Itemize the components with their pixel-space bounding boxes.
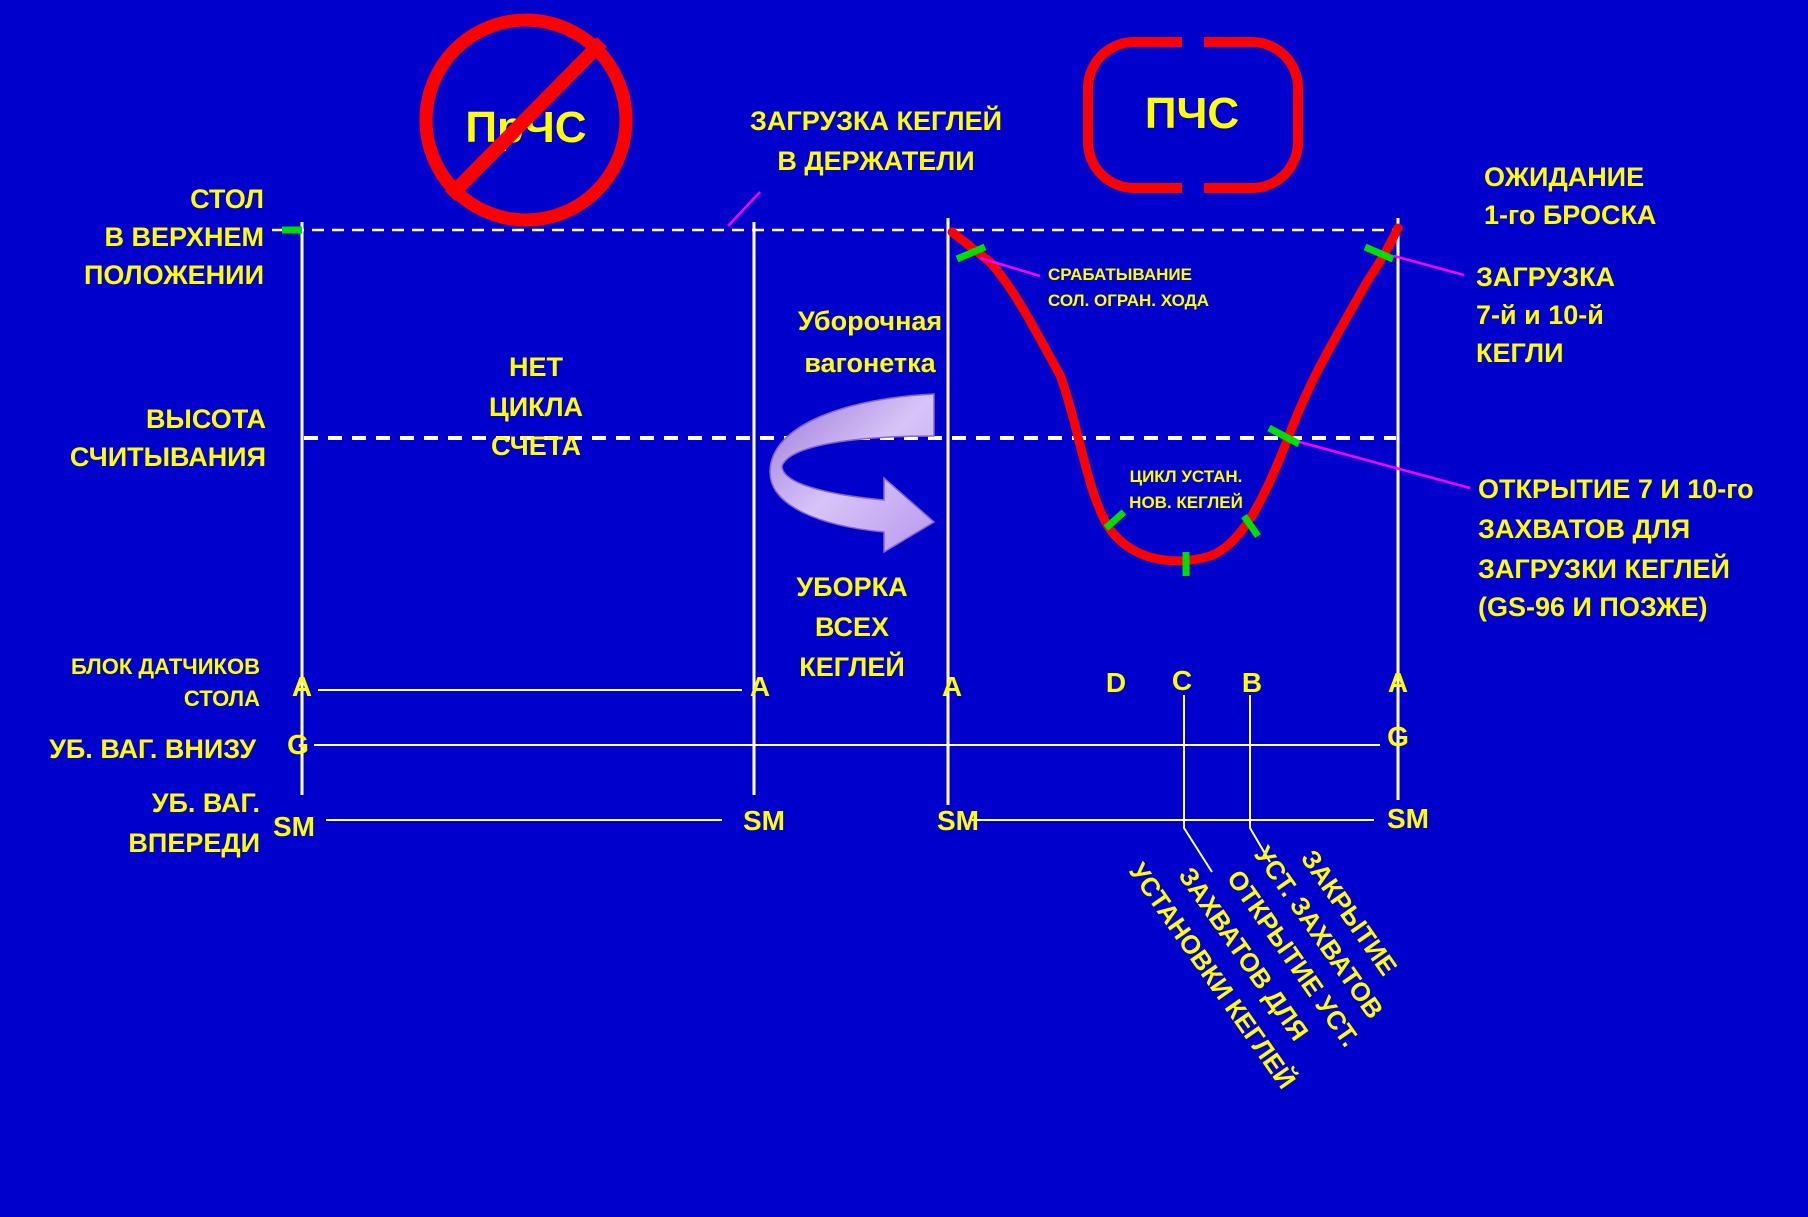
marker-d — [1103, 509, 1127, 531]
letter-d: D — [1106, 667, 1126, 698]
read-height-line-2: СЧИТЫВАНИЯ — [70, 442, 266, 472]
setting-cycle-curve — [947, 223, 1403, 566]
sweep-forward-line-1-label: УБ. ВАГ. — [152, 788, 260, 818]
table-up-line-2: В ВЕРХНЕМ — [105, 222, 265, 252]
load-pins-annotation: ЗАГРУЗКА КЕГЛЕЙ В ДЕРЖАТЕЛИ — [750, 105, 1002, 176]
sweep-forward-line-2-label: ВПЕРЕДИ — [128, 828, 260, 858]
wait-first-ball-line-1: ОЖИДАНИЕ — [1484, 162, 1644, 192]
letter-a-4: A — [1388, 667, 1408, 698]
solenoid-line-2: СОЛ. ОГРАН. ХОДА — [1048, 291, 1209, 310]
no-count-cycle-annotation: НЕТ ЦИКЛА СЧЕТА — [489, 352, 583, 461]
sweep-arrow — [769, 393, 936, 554]
marker-load-7-10 — [1363, 243, 1395, 263]
table-up-line-3: ПОЛОЖЕНИИ — [84, 260, 264, 290]
letter-sm-3: SM — [937, 805, 979, 836]
load-7-10-line-3: КЕГЛИ — [1476, 338, 1563, 368]
pointer-solenoid — [979, 256, 1041, 278]
pointer-open-7-10 — [1291, 438, 1471, 490]
setting-cycle-line-2: НОВ. КЕГЛЕЙ — [1129, 493, 1243, 512]
open-7-10-line-2: ЗАХВАТОВ ДЛЯ — [1478, 514, 1690, 544]
table-up-label: СТОЛ В ВЕРХНЕМ ПОЛОЖЕНИИ — [84, 184, 264, 290]
load-7-10-line-2: 7-й и 10-й — [1476, 300, 1604, 330]
sweep-cart-line-2: вагонетка — [804, 348, 936, 378]
sweep-cart-line-1: Уборочная — [798, 306, 942, 336]
sweep-forward-label: УБ. ВАГ. ВПЕРЕДИ — [128, 788, 260, 858]
open-7-10-line-1: ОТКРЫТИЕ 7 И 10-го — [1478, 474, 1754, 504]
load-7-10-annotation: ЗАГРУЗКА 7-й и 10-й КЕГЛИ — [1476, 262, 1615, 368]
table-up-line-1: СТОЛ — [190, 184, 264, 214]
letter-a-1: A — [292, 671, 312, 702]
load-pins-line-2: В ДЕРЖАТЕЛИ — [777, 146, 974, 176]
letter-c: C — [1172, 665, 1192, 696]
sweep-all-line-3: КЕГЛЕЙ — [799, 651, 904, 682]
table-sensor-line-2: СТОЛА — [184, 686, 260, 711]
solenoid-annotation: СРАБАТЫВАНИЕ СОЛ. ОГРАН. ХОДА — [1048, 265, 1209, 310]
prohibition-slash-icon — [445, 37, 607, 201]
sweep-all-annotation: УБОРКА ВСЕХ КЕГЛЕЙ — [796, 572, 907, 682]
pchs-badge: ПЧС — [1083, 34, 1303, 196]
letter-sm-4: SM — [1387, 803, 1429, 834]
solenoid-line-1: СРАБАТЫВАНИЕ — [1048, 265, 1192, 284]
wait-first-ball-annotation: ОЖИДАНИЕ 1-го БРОСКА — [1484, 162, 1656, 230]
no-count-line-1: НЕТ — [509, 352, 564, 382]
sweep-all-line-1: УБОРКА — [796, 572, 907, 602]
read-height-line-1: ВЫСОТА — [146, 404, 266, 434]
wait-first-ball-line-2: 1-го БРОСКА — [1484, 200, 1656, 230]
load-7-10-line-1: ЗАГРУЗКА — [1476, 262, 1615, 292]
pointer-load-pins — [727, 191, 761, 227]
setting-cycle-annotation: ЦИКЛ УСТАН. НОВ. КЕГЛЕЙ — [1129, 467, 1243, 512]
open-7-10-line-4: (GS-96 И ПОЗЖЕ) — [1478, 592, 1708, 622]
no-count-line-2: ЦИКЛА — [489, 392, 583, 422]
open-7-10-annotation: ОТКРЫТИЕ 7 И 10-го ЗАХВАТОВ ДЛЯ ЗАГРУЗКИ… — [1478, 474, 1754, 622]
marker-solenoid — [955, 243, 987, 263]
letter-sm-2: SM — [743, 805, 785, 836]
setting-cycle-line-1: ЦИКЛ УСТАН. — [1130, 467, 1243, 486]
letter-g-1: G — [287, 729, 309, 760]
pchs-frame-gap-bottom — [1182, 178, 1204, 196]
letter-b: B — [1242, 667, 1262, 698]
b-leader-line — [1249, 695, 1271, 863]
pchs-label: ПЧС — [1145, 89, 1239, 138]
table-sensor-label: БЛОК ДАТЧИКОВ СТОЛА — [71, 654, 260, 711]
sweep-down-label: УБ. ВАГ. ВНИЗУ — [49, 734, 257, 764]
letter-g-2: G — [1387, 721, 1409, 752]
letter-a-2: A — [750, 671, 770, 702]
c-leader-line — [1183, 695, 1213, 873]
letter-sm-1: SM — [273, 811, 315, 842]
prchs-badge: ПрЧС — [419, 13, 633, 227]
pointer-load-7-10 — [1393, 254, 1465, 277]
table-sensor-line-1: БЛОК ДАТЧИКОВ — [71, 654, 260, 679]
prohibition-circle-icon — [419, 13, 633, 227]
switch-letters: A A A D C B A G G SM SM SM SM — [273, 665, 1429, 842]
no-count-line-3: СЧЕТА — [491, 431, 581, 461]
read-height-label: ВЫСОТА СЧИТЫВАНИЯ — [70, 404, 266, 472]
pchs-frame-gap-top — [1182, 34, 1204, 52]
open-7-10-line-3: ЗАГРУЗКИ КЕГЛЕЙ — [1478, 553, 1730, 584]
load-pins-line-1: ЗАГРУЗКА КЕГЛЕЙ — [750, 105, 1002, 136]
sweep-cart-annotation: Уборочная вагонетка — [798, 306, 942, 378]
sweep-all-line-2: ВСЕХ — [815, 612, 889, 642]
letter-a-3: A — [942, 671, 962, 702]
marker-open-7-10 — [1267, 424, 1301, 448]
marker-b — [1241, 513, 1261, 539]
